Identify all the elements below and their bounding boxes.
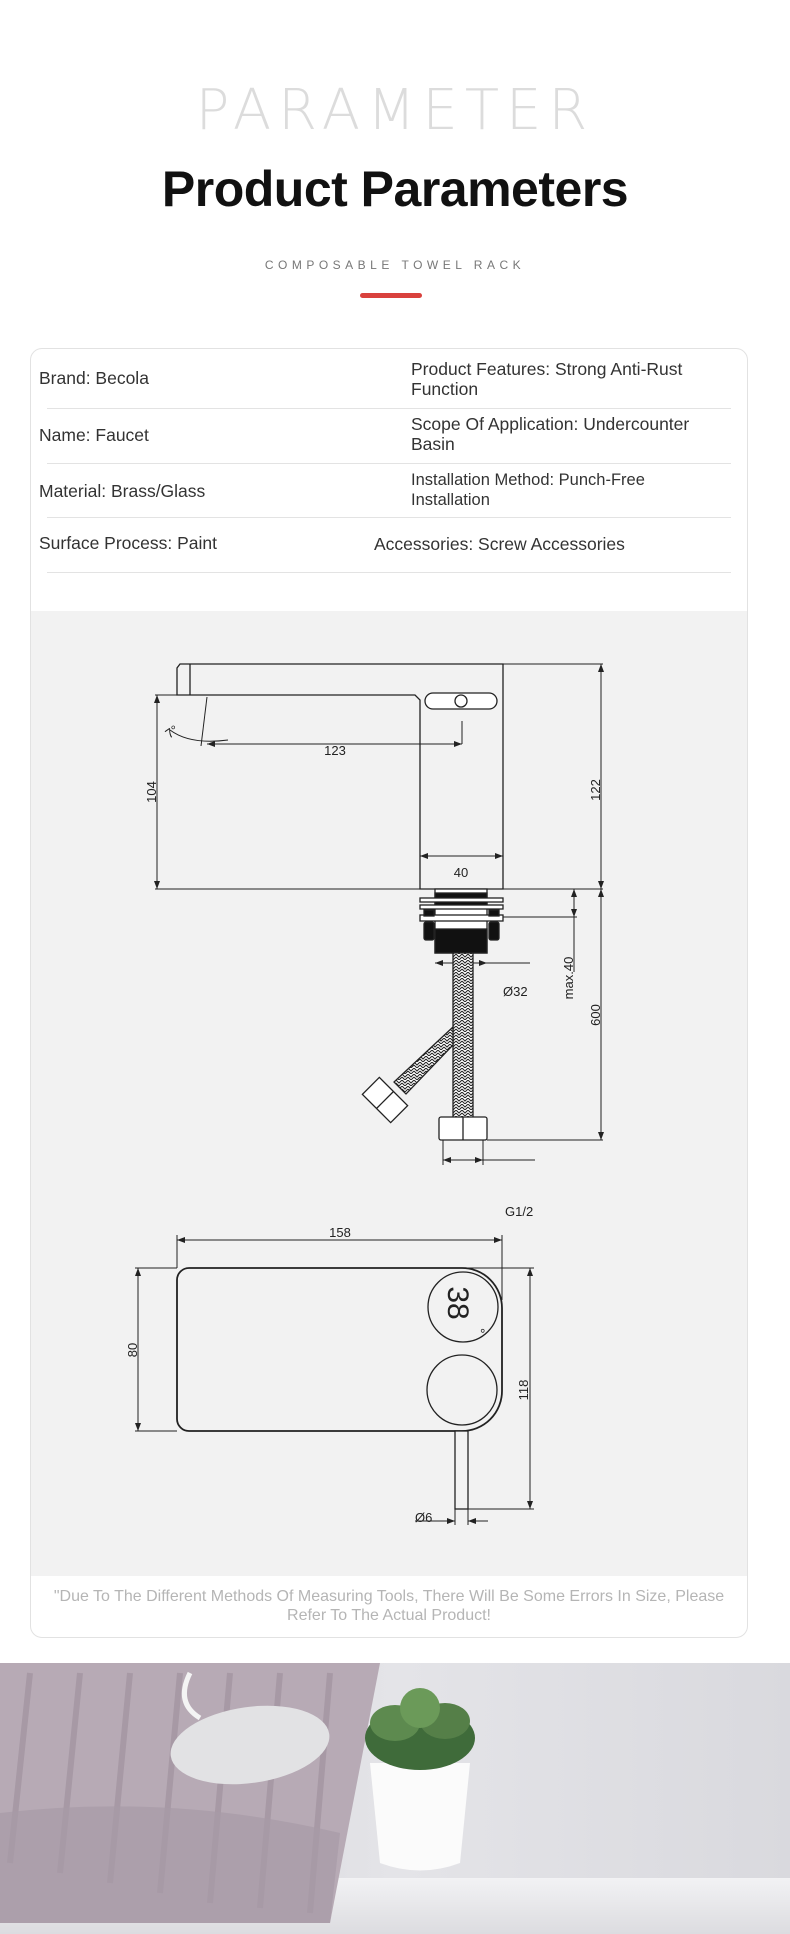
product-lifestyle-photo <box>0 1663 790 1934</box>
top-view-outline <box>176 1267 503 1432</box>
dim-top-length: 158 <box>329 1225 351 1240</box>
control-knob <box>426 1354 498 1426</box>
dim-hose-length: 600 <box>588 1004 603 1026</box>
param-row: Brand: Becola Product Features: Strong A… <box>39 349 731 409</box>
plant-pot <box>370 1763 470 1871</box>
display-degree: ° <box>472 1328 488 1334</box>
param-accessories: Accessories: Screw Accessories <box>374 534 625 554</box>
param-name: Name: Faucet <box>39 425 149 445</box>
temperature-display <box>427 1271 499 1343</box>
section-eyebrow: PARAMETER <box>195 78 595 143</box>
param-row: Material: Brass/Glass Installation Metho… <box>39 463 731 518</box>
dim-stem-dia: Ø6 <box>415 1510 432 1525</box>
param-material: Material: Brass/Glass <box>39 481 206 501</box>
param-row: Name: Faucet Scope Of Application: Under… <box>39 408 731 464</box>
dim-max-thickness: max.40 <box>561 957 576 1000</box>
param-installation: Installation Method: Punch-Free Installa… <box>411 471 645 509</box>
dim-spout-height: 104 <box>144 781 159 803</box>
succulent-plant <box>365 1688 475 1770</box>
dim-body-width: 40 <box>454 865 468 880</box>
param-scope: Scope Of Application: Undercounter Basin <box>411 414 690 454</box>
faucet-dimension-drawing: 123 7° 104 122 40 Ø32 max.40 600 G1/2 15… <box>125 663 604 1525</box>
dim-total-height: 122 <box>588 779 603 801</box>
subtitle: COMPOSABLE TOWEL RACK <box>264 258 526 272</box>
lever-handle <box>424 692 498 710</box>
dim-thread-dia: Ø32 <box>503 984 528 999</box>
param-features: Product Features: Strong Anti-Rust Funct… <box>411 359 683 399</box>
pumice-stone <box>170 1705 330 1785</box>
param-surface: Surface Process: Paint <box>39 533 217 553</box>
dim-top-width: 80 <box>125 1343 140 1357</box>
faucet-body-outline <box>176 663 504 890</box>
dim-top-depth: 118 <box>516 1380 531 1401</box>
param-row: Surface Process: Paint Accessories: Scre… <box>39 517 731 573</box>
dim-spout-reach: 123 <box>324 743 346 758</box>
page-title: Product Parameters <box>161 161 629 217</box>
dim-connector: G1/2 <box>505 1204 533 1219</box>
dim-angle: 7° <box>162 722 181 741</box>
param-brand: Brand: Becola <box>39 368 149 388</box>
measurement-disclaimer: "Due To The Different Methods Of Measuri… <box>53 1588 725 1624</box>
display-temperature: 38 <box>441 1286 474 1319</box>
accent-divider <box>360 293 422 298</box>
